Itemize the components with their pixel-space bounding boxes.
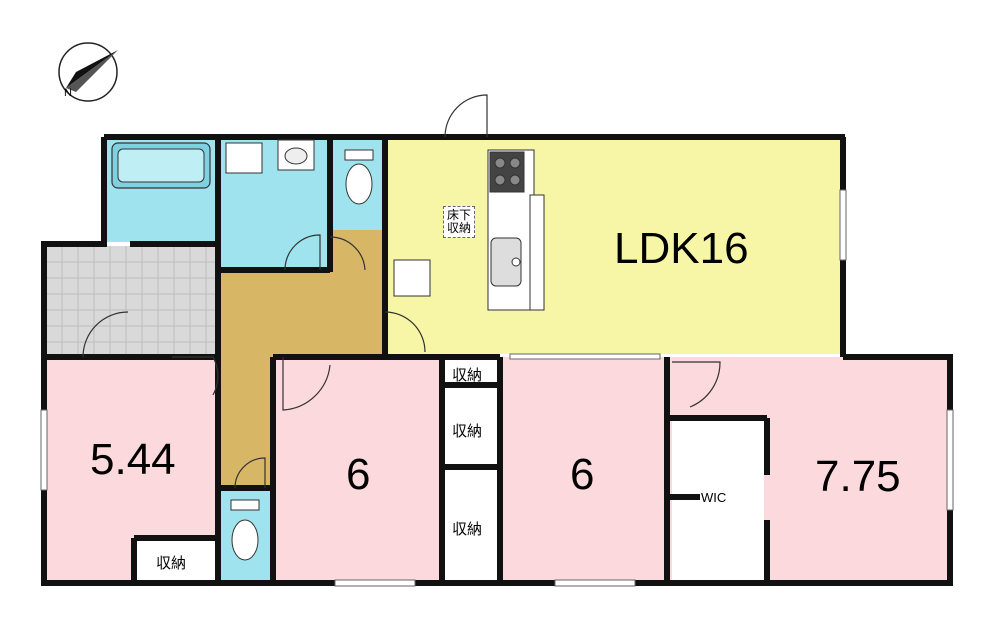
closet-a-label: 収納 xyxy=(156,555,187,572)
room-b-fill xyxy=(273,357,442,582)
room-a-label: 5.44 xyxy=(90,435,176,484)
washbasin xyxy=(225,139,315,174)
hall-fill xyxy=(218,270,385,357)
bathtub xyxy=(111,142,211,189)
hall-fill-3 xyxy=(218,357,273,488)
room-d-label: 7.75 xyxy=(815,452,901,501)
toilet-upper xyxy=(344,149,374,205)
toilet-lower xyxy=(230,499,260,561)
ldk-label: LDK16 xyxy=(614,224,749,273)
closet-top-label: 収納 xyxy=(452,367,483,384)
compass-north-label: N xyxy=(64,87,72,99)
kitchen-counter xyxy=(393,149,545,311)
closet-a-fill xyxy=(134,538,216,580)
wic-label: WIC xyxy=(701,490,727,505)
room-b-label: 6 xyxy=(346,450,371,499)
closet-mid-label: 収納 xyxy=(452,423,483,440)
tile-grid xyxy=(46,246,218,357)
tile-fill xyxy=(46,246,218,357)
compass-icon: N xyxy=(58,42,118,102)
closet-bottom-label: 収納 xyxy=(452,521,483,538)
walls xyxy=(41,134,953,586)
room-c-label: 6 xyxy=(570,450,595,499)
ldk-fill xyxy=(385,137,843,354)
windows xyxy=(40,189,954,587)
door-swings xyxy=(82,94,721,489)
under-floor-storage-label: 床下 収納 xyxy=(443,206,476,238)
room-c-fill xyxy=(500,357,667,582)
